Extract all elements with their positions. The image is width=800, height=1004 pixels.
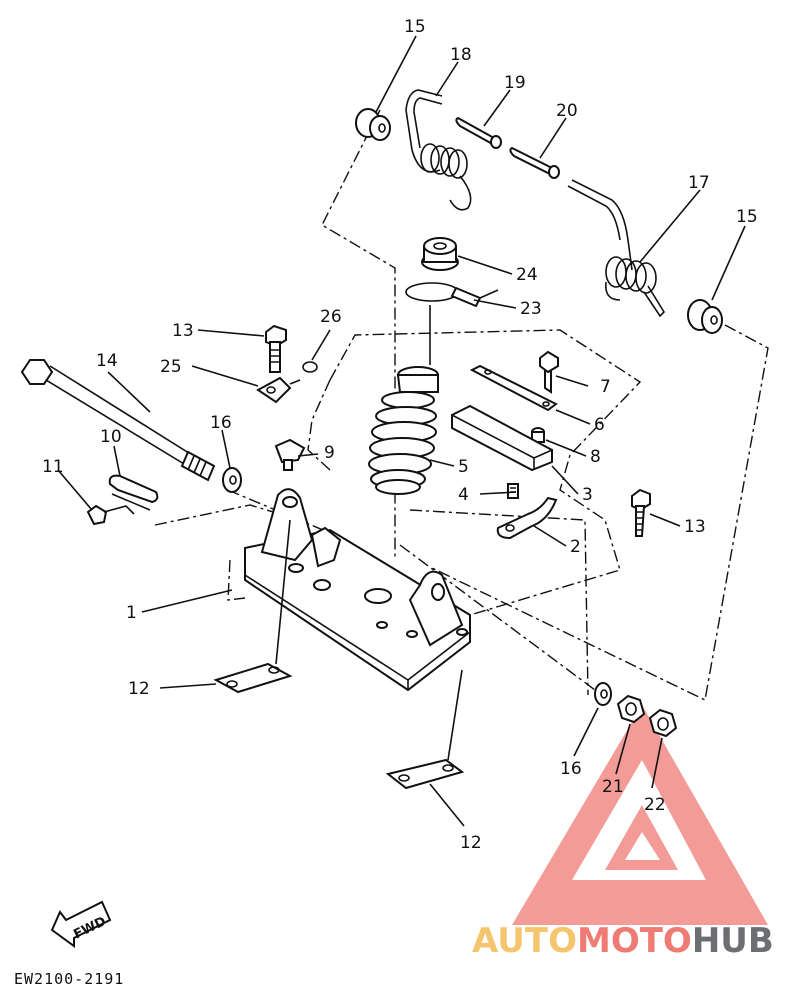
part-label: 18	[450, 45, 472, 65]
bolt-4-icon	[507, 483, 519, 499]
washer-16-right-icon	[594, 682, 612, 706]
plate-12-upper-icon	[213, 662, 293, 694]
part-label: 12	[128, 679, 150, 699]
plate-assembly	[451, 350, 559, 472]
part-label: 7	[600, 377, 611, 397]
part-label: 24	[516, 265, 538, 285]
part-label: 5	[458, 457, 469, 477]
nut-9-icon	[274, 438, 306, 471]
part-label: 16	[560, 759, 582, 779]
part-label: 25	[160, 357, 182, 377]
clip-26-icon	[302, 361, 318, 373]
part-label: 19	[504, 73, 526, 93]
bolt-13-right-icon	[631, 488, 651, 537]
part-label: 26	[320, 307, 342, 327]
part-label: 4	[458, 485, 469, 505]
pin-10-icon	[108, 474, 159, 511]
part-label: 23	[520, 299, 542, 319]
shaft-14-icon	[20, 359, 216, 482]
rubber-boot-icon	[368, 366, 439, 495]
part-label: 1	[126, 603, 137, 623]
coil-spring-left-icon	[420, 143, 468, 179]
part-label: 15	[404, 17, 426, 37]
nut-21-icon	[616, 694, 646, 724]
bracket-2-icon	[496, 496, 558, 540]
part-labels: 1 2 3 4 5 6 7 8 9 10 11 12 12 13 13 14 1…	[42, 17, 758, 853]
part-label: 3	[582, 485, 593, 505]
part-label: 16	[210, 413, 232, 433]
part-label: 12	[460, 833, 482, 853]
part-label: 21	[602, 777, 624, 797]
automotohub-logo-icon	[512, 705, 768, 925]
watermark-text: AUTOMOTOHUB	[472, 921, 774, 961]
part-label: 8	[590, 447, 601, 467]
part-label: 11	[42, 457, 64, 477]
part-label: 2	[570, 537, 581, 557]
boot-assembly	[368, 237, 499, 495]
plate-12-lower-icon	[385, 758, 465, 790]
watermark-word-hub: HUB	[692, 921, 774, 961]
part-label: 22	[644, 795, 666, 815]
part-label: 15	[736, 207, 758, 227]
part-label: 20	[556, 101, 578, 121]
bracket-25-icon	[256, 376, 292, 404]
spring-assembly	[355, 89, 723, 334]
drawing-code: EW2100-2191	[14, 970, 124, 988]
part-label: 9	[324, 443, 335, 463]
part-label: 6	[594, 415, 605, 435]
part-label: 14	[96, 351, 118, 371]
nut-22-icon	[648, 708, 678, 738]
plate-icon	[469, 364, 558, 412]
part-label: 17	[688, 173, 710, 193]
leader-lines	[57, 35, 746, 827]
small-bracket-assembly	[496, 483, 558, 540]
clamp-icon	[405, 282, 459, 302]
part-label: 13	[172, 321, 194, 341]
watermark-word-auto: AUTO	[472, 921, 577, 961]
coil-spring-right-icon	[605, 256, 657, 294]
fwd-arrow-icon: FWD	[50, 900, 112, 948]
clip-11-icon	[86, 504, 135, 526]
upper-left-hardware	[256, 324, 318, 404]
main-bracket	[244, 488, 471, 692]
part-label: 10	[100, 427, 122, 447]
part-label: 13	[684, 517, 706, 537]
washer-16-left-icon	[222, 467, 242, 493]
watermark-word-moto: MOTO	[577, 921, 692, 961]
